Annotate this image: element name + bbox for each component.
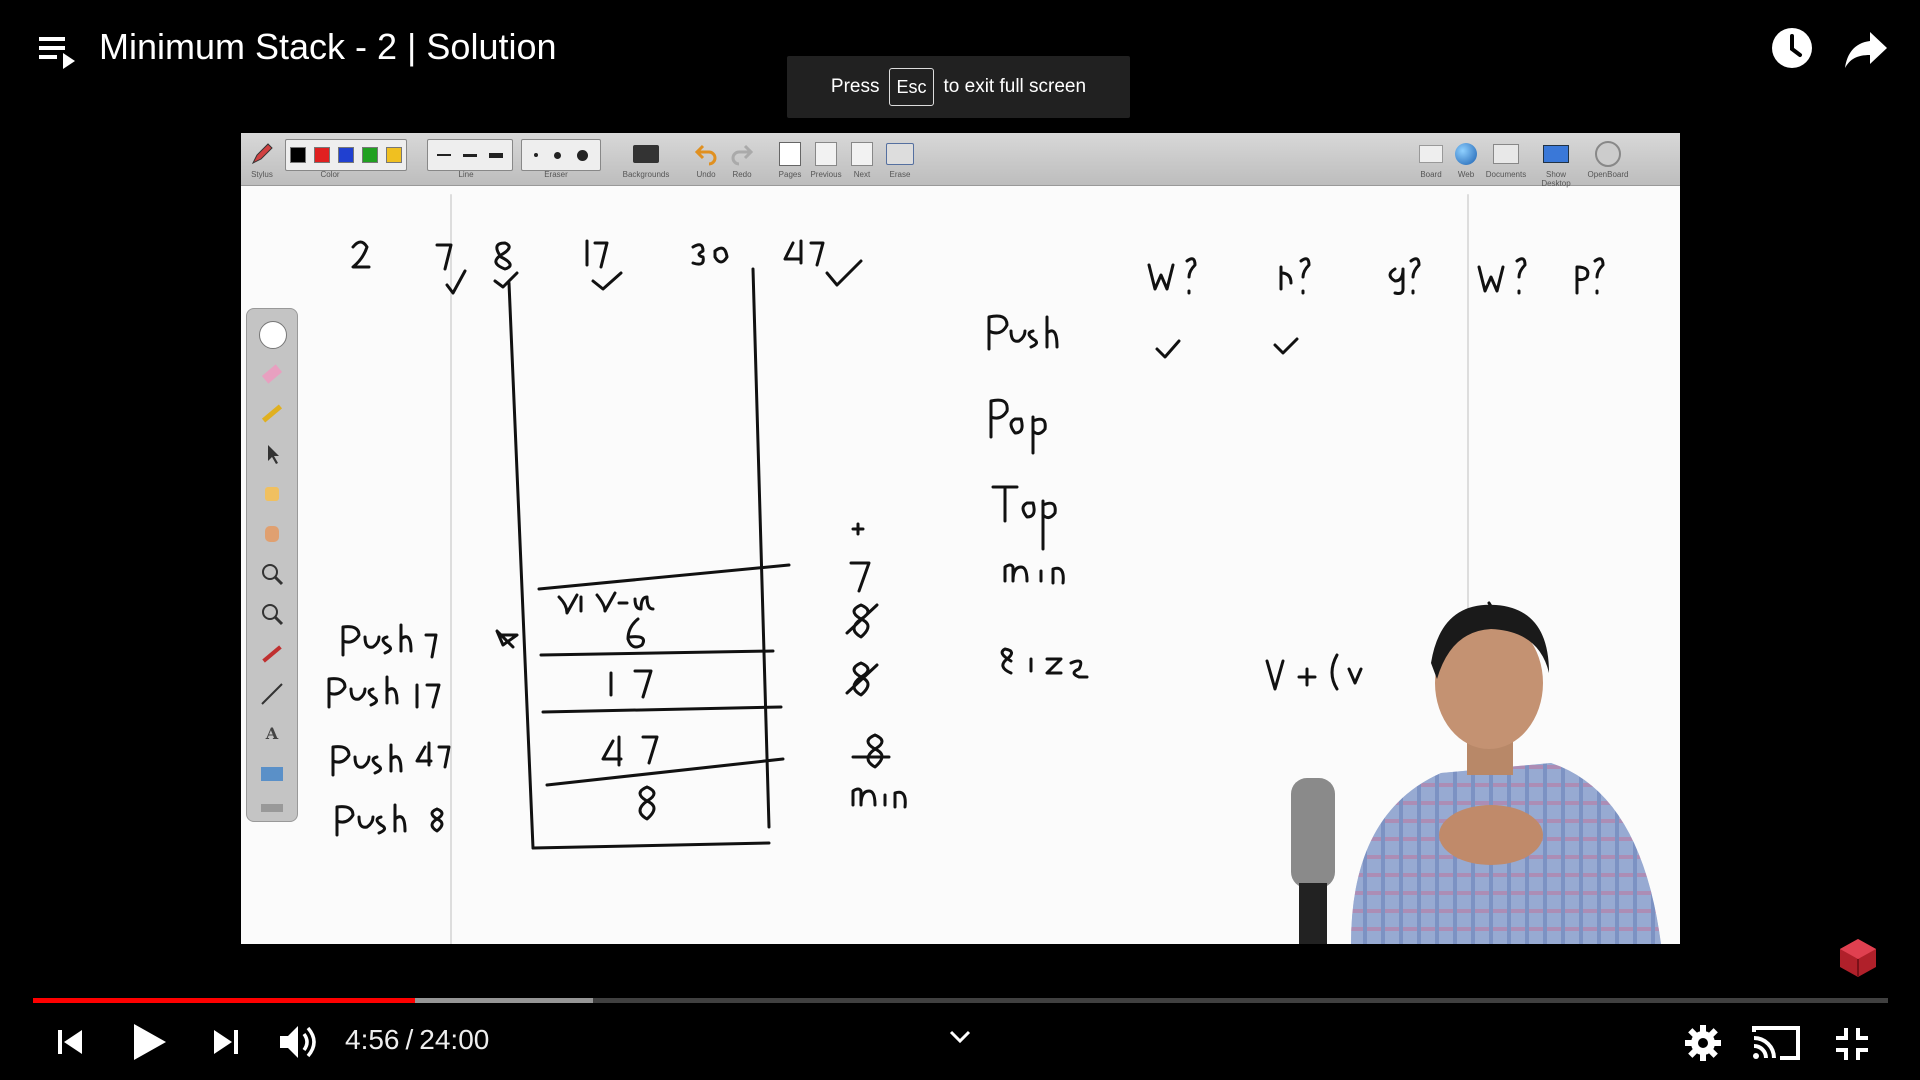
fullscreen-exit-hint: Press Esc to exit full screen: [787, 56, 1130, 118]
web-icon: [1451, 139, 1481, 169]
line-tool-icon: [259, 681, 285, 707]
toolbar-label: OpenBoard: [1587, 170, 1629, 179]
capture-tool-icon: [259, 761, 285, 787]
interact-tool-icon: [259, 481, 285, 507]
pen-tool-icon: [259, 321, 287, 349]
esc-key: Esc: [889, 68, 934, 106]
toolbar-label: Redo: [732, 170, 752, 179]
hint-suffix: to exit full screen: [943, 76, 1087, 97]
line-width-picker: [427, 139, 513, 171]
hand-tool-icon: [259, 521, 285, 547]
zoom-in-icon: [259, 561, 285, 587]
time-display: 4:56/24:00: [345, 1024, 489, 1056]
toolbar-label: Color: [320, 170, 340, 179]
video-frame[interactable]: Stylus Color Line Eraser Backgrounds Undo Redo…: [241, 133, 1680, 944]
stylus-icon: [247, 139, 277, 169]
pages-icon: [775, 139, 805, 169]
pen-color-swatch: [362, 147, 378, 163]
color-picker: [285, 139, 407, 171]
undo-icon: [691, 139, 721, 169]
top-bar: Minimum Stack - 2 | Solution: [0, 0, 1920, 100]
toolbar-label: Backgrounds: [622, 170, 670, 179]
selector-tool-icon: [259, 441, 285, 467]
chevron-down-icon[interactable]: [948, 1028, 972, 1046]
next-icon[interactable]: [210, 1026, 242, 1058]
backgrounds-icon: [631, 139, 661, 169]
toolbar-label: Previous: [810, 170, 842, 179]
gear-icon[interactable]: [1684, 1024, 1722, 1062]
playlist-icon[interactable]: [36, 28, 80, 72]
toolbar-label: Web: [1457, 170, 1475, 179]
progress-played: [33, 998, 416, 1003]
pen-color-swatch: [290, 147, 306, 163]
pen-color-swatch: [338, 147, 354, 163]
keyboard-tool-icon: [259, 795, 285, 821]
share-icon[interactable]: [1843, 28, 1889, 72]
toolbar-label: Eraser: [544, 170, 568, 179]
progress-bar[interactable]: [33, 998, 1888, 1003]
pen-color-swatch: [386, 147, 402, 163]
channel-watermark-icon[interactable]: [1836, 935, 1880, 979]
toolbar-label: Erase: [889, 170, 911, 179]
text-tool-icon: A: [265, 724, 279, 743]
play-icon[interactable]: [130, 1022, 168, 1062]
previous-page-icon: [811, 139, 841, 169]
volume-icon[interactable]: [278, 1022, 322, 1062]
zoom-out-icon: [259, 601, 285, 627]
eraser-width-picker: [521, 139, 601, 171]
presenter-video: [1291, 604, 1661, 944]
documents-icon: [1491, 139, 1521, 169]
video-title[interactable]: Minimum Stack - 2 | Solution: [99, 26, 557, 67]
redo-icon: [727, 139, 757, 169]
toolbar-label: Next: [853, 170, 871, 179]
hint-prefix: Press: [830, 76, 880, 97]
whiteboard-side-toolbar: A: [246, 308, 298, 822]
exit-fullscreen-icon[interactable]: [1834, 1026, 1870, 1062]
toolbar-label: Pages: [778, 170, 802, 179]
erase-icon: [885, 139, 915, 169]
toolbar-label: Board: [1420, 170, 1442, 179]
previous-icon[interactable]: [54, 1026, 86, 1058]
toolbar-label: Stylus: [251, 170, 273, 179]
board-icon: [1416, 139, 1446, 169]
clock-icon[interactable]: [1770, 26, 1814, 70]
toolbar-label: Line: [458, 170, 474, 179]
current-time: 4:56: [345, 1024, 400, 1055]
duration: 24:00: [419, 1024, 490, 1055]
toolbar-label: Undo: [696, 170, 716, 179]
whiteboard-toolbar: Stylus Color Line Eraser Backgrounds Undo Redo…: [241, 133, 1680, 188]
show-desktop-icon: [1541, 139, 1571, 169]
openboard-icon: [1593, 139, 1623, 169]
next-page-icon: [847, 139, 877, 169]
time-separator: /: [405, 1024, 414, 1055]
pen-color-swatch: [314, 147, 330, 163]
cast-icon[interactable]: [1752, 1024, 1800, 1062]
toolbar-label: Documents: [1485, 170, 1527, 179]
toolbar-label: Show Desktop: [1541, 170, 1571, 188]
